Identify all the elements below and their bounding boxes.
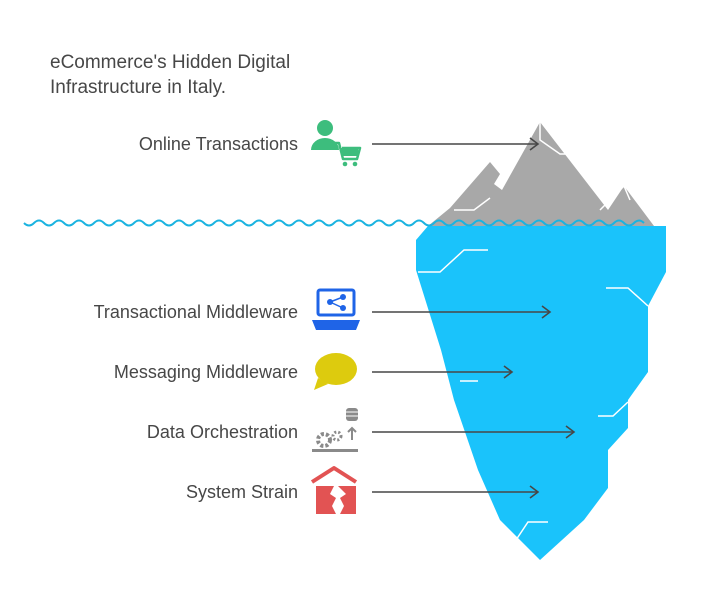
arrow-data-orchestration bbox=[372, 425, 576, 439]
arrow-online-transactions bbox=[372, 137, 540, 151]
tip-highlights bbox=[454, 122, 631, 211]
user-shopping-cart-icon bbox=[311, 120, 362, 167]
iceberg-tip bbox=[428, 122, 654, 226]
arrow-transactional-middleware bbox=[372, 305, 552, 319]
speech-bubble-icon bbox=[314, 353, 357, 390]
arrow-system-strain bbox=[372, 485, 540, 499]
label-data-orchestration: Data Orchestration bbox=[146, 422, 298, 442]
laptop-share-icon bbox=[312, 288, 360, 330]
label-messaging-middleware: Messaging Middleware bbox=[113, 362, 298, 382]
arrows bbox=[372, 137, 576, 499]
label-system-strain: System Strain bbox=[185, 482, 298, 502]
iceberg-underwater bbox=[416, 226, 666, 560]
diagram-title: eCommerce's Hidden Digital Infrastructur… bbox=[50, 52, 291, 98]
broken-house-icon bbox=[310, 466, 358, 514]
label-online-transactions: Online Transactions bbox=[138, 134, 298, 154]
water-line bbox=[23, 219, 645, 227]
gears-database-icon bbox=[312, 408, 358, 452]
label-transactional-middleware: Transactional Middleware bbox=[93, 302, 298, 322]
ice-highlights bbox=[418, 249, 649, 541]
arrow-messaging-middleware bbox=[372, 365, 514, 379]
